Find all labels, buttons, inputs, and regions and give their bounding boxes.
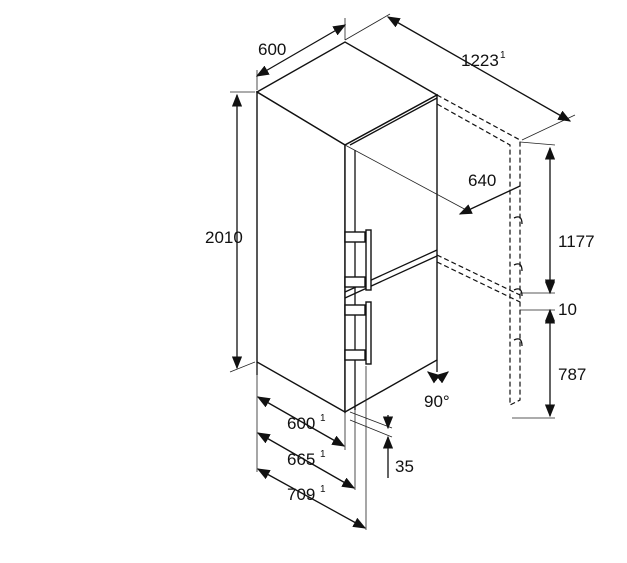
- upper-door-handle: [344, 229, 372, 291]
- open-door-outline: [436, 94, 523, 406]
- width-label: 600: [258, 40, 286, 59]
- dimension-lines: [229, 13, 576, 530]
- door-angle-arc: [426, 371, 450, 384]
- door-angle-label: 90°: [424, 392, 450, 411]
- foot-height-label: 35: [395, 457, 414, 476]
- door-depth-label: 665: [287, 450, 315, 469]
- footnote-marker: 1: [320, 484, 326, 495]
- door-swing-label: 640: [468, 171, 496, 190]
- lower-section-label: 787: [558, 365, 586, 384]
- fridge-door-face: [344, 93, 438, 414]
- fridge-side-face: [256, 90, 346, 414]
- fridge-body: [255, 41, 439, 414]
- handle-depth-label: 709: [287, 485, 315, 504]
- upper-section-label: 1177: [558, 232, 595, 251]
- height-label: 2010: [205, 228, 243, 247]
- open-depth-label: 1223: [461, 51, 499, 70]
- footnote-marker: 1: [320, 449, 326, 460]
- gap-label: 10: [558, 300, 577, 319]
- body-depth-label: 600: [287, 414, 315, 433]
- footnote-marker: 1: [320, 413, 326, 424]
- footnote-marker: 1: [500, 50, 506, 61]
- lower-door-handle: [344, 301, 372, 365]
